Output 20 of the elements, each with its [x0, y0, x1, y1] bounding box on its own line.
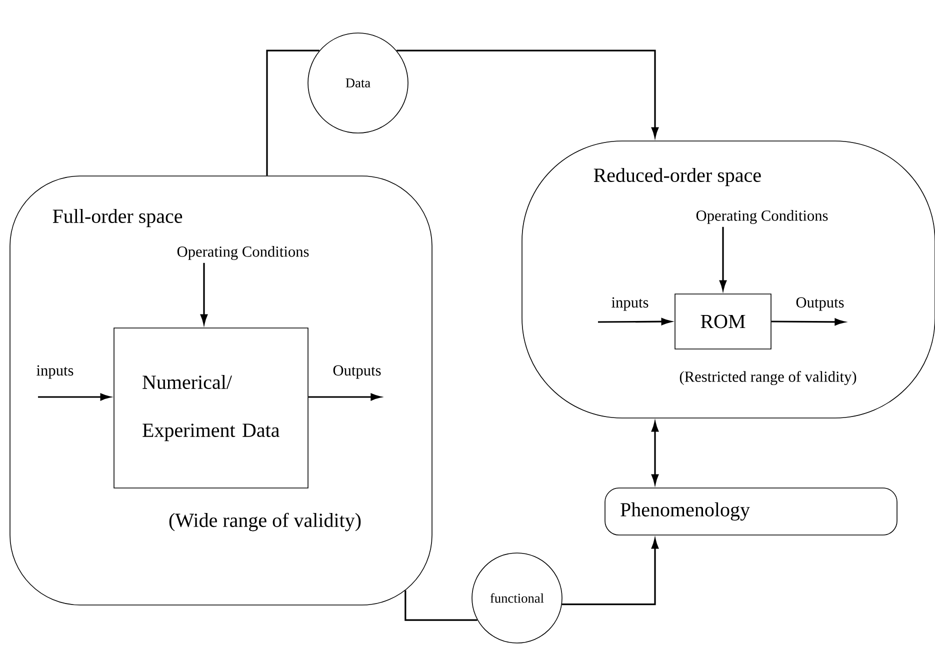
rounded-box: Phenomenology [604, 488, 898, 536]
arrow [308, 393, 381, 401]
circle-node: Data [308, 32, 408, 134]
label-text: Operating Conditions [177, 246, 309, 260]
arrow [598, 318, 672, 326]
arrow [562, 538, 659, 606]
circle-node: functional [472, 552, 562, 644]
process-box: ROM [674, 294, 772, 350]
label-text: Operating Conditions [696, 210, 828, 224]
edge-label: Outputs [796, 297, 844, 311]
arrow [651, 422, 659, 484]
edge-label: Outputs [333, 365, 381, 379]
edge-label: inputs [612, 297, 648, 311]
arrow [38, 393, 110, 401]
process-box: Numerical/ Experiment Data [114, 328, 308, 488]
arrow [719, 226, 727, 290]
arrow [396, 50, 659, 138]
arrow [771, 318, 845, 326]
edge-label: inputs [36, 365, 74, 379]
arrow [200, 262, 208, 324]
